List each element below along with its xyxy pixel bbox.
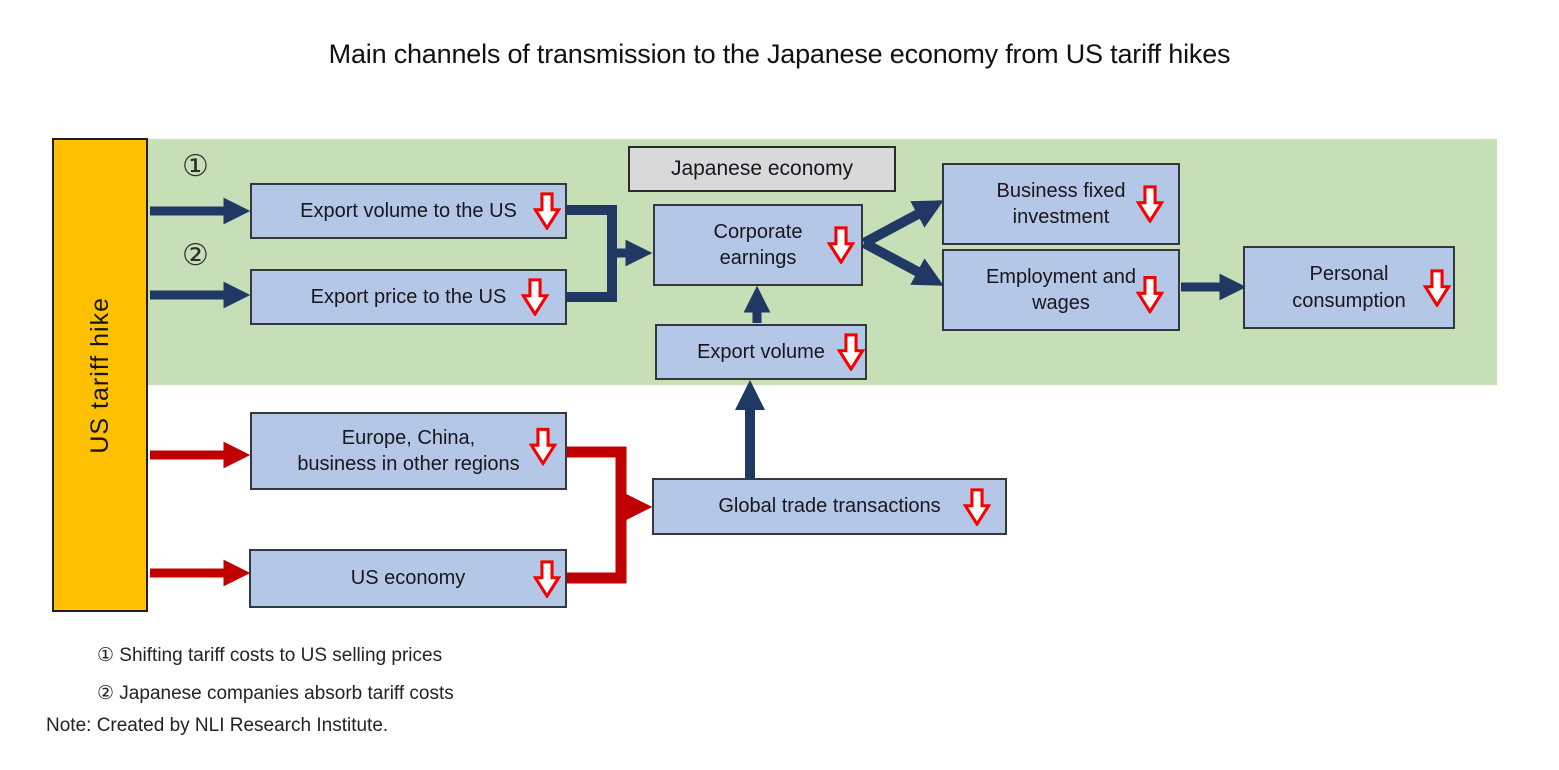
decline-arrow-icon [1136, 275, 1164, 314]
note-source: Note: Created by NLI Research Institute. [46, 715, 389, 736]
box-personal-consumption-label: Personal consumption [1292, 263, 1406, 312]
decline-arrow-icon [529, 427, 557, 466]
box-personal-consumption: Personal consumption [1243, 246, 1455, 329]
decline-arrow-icon [827, 226, 855, 264]
box-us-economy-label: US economy [350, 567, 466, 590]
box-export-volume-label: Export volume [697, 340, 825, 363]
us-tariff-hike-label: US tariff hike [85, 296, 114, 454]
note-channel-1: ① Shifting tariff costs to US selling pr… [97, 645, 443, 666]
box-global-trade-transactions-label: Global trade transactions [718, 495, 941, 518]
decline-arrow-icon [1136, 185, 1164, 223]
box-europe-china-other-regions-label: Europe, China, business in other regions [297, 426, 520, 475]
decline-arrow-icon [963, 487, 991, 526]
box-export-volume-us-label: Export volume to the US [300, 199, 517, 222]
box-employment-wages: Employment and wages [942, 249, 1180, 331]
decline-arrow-icon [521, 278, 549, 316]
decline-arrow-icon [533, 192, 561, 230]
box-europe-china-other-regions: Europe, China, business in other regions [250, 412, 567, 490]
box-export-volume: Export volume [655, 324, 867, 380]
box-global-trade-transactions: Global trade transactions [652, 478, 1007, 535]
box-employment-wages-label: Employment and wages [985, 265, 1137, 314]
box-business-fixed-investment-label: Business fixed investment [996, 179, 1126, 228]
note-channel-2: ② Japanese companies absorb tariff costs [97, 683, 454, 704]
channel-2-marker: ② [182, 239, 209, 272]
diagram-title: Main channels of transmission to the Jap… [328, 39, 1231, 69]
japanese-economy-label-box: Japanese economy [628, 146, 896, 192]
box-export-price-us-label: Export price to the US [310, 285, 507, 308]
box-business-fixed-investment: Business fixed investment [942, 163, 1180, 245]
decline-arrow-icon [533, 559, 561, 598]
bracket-economies-merge [567, 446, 627, 584]
decline-arrow-icon [837, 333, 865, 371]
channel-1-marker: ① [182, 150, 209, 183]
japanese-economy-label: Japanese economy [670, 157, 854, 181]
box-corporate-earnings-label: Corporate earnings [713, 220, 803, 269]
box-corporate-earnings: Corporate earnings [653, 204, 863, 286]
box-us-economy: US economy [249, 549, 567, 608]
us-tariff-hike-box: US tariff hike [52, 138, 148, 612]
box-export-volume-us: Export volume to the US [250, 183, 567, 239]
decline-arrow-icon [1423, 268, 1451, 307]
box-export-price-us: Export price to the US [250, 269, 567, 325]
